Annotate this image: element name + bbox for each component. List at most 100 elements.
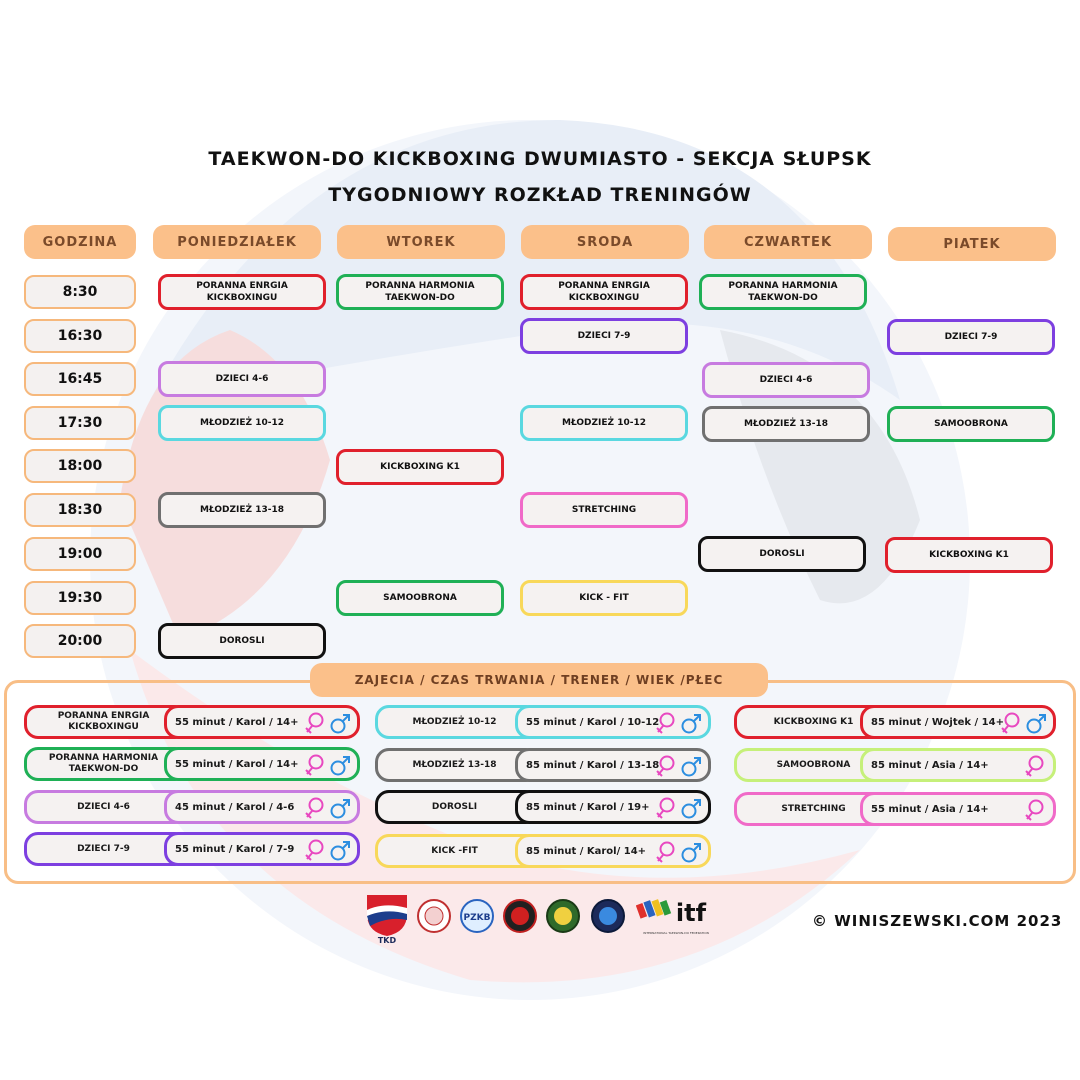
female-icon bbox=[305, 754, 324, 776]
class-tue-0830[interactable]: PORANNA HARMONIA TAEKWON-DO bbox=[336, 274, 504, 310]
female-icon bbox=[1025, 799, 1044, 821]
legend-row: KICK -FIT 85 minut / Karol/ 14+ bbox=[375, 834, 711, 868]
tkd-logo-text: TKD bbox=[378, 936, 397, 944]
legend-row: DZIECI 4-6 45 minut / Karol / 4-6 bbox=[24, 790, 360, 824]
class-wed-1930[interactable]: KICK - FIT bbox=[520, 580, 688, 616]
legend-class-detail: 85 minut / Asia / 14+ bbox=[860, 748, 1056, 782]
pzkb-logo: PZKB bbox=[460, 899, 494, 933]
header-friday: PIATEK bbox=[888, 227, 1056, 261]
legend-class-detail: 55 minut / Karol / 14+ bbox=[164, 747, 360, 781]
legend-detail-text: 55 minut / Karol / 14+ bbox=[175, 716, 299, 728]
time-slot: 18:30 bbox=[24, 493, 136, 527]
legend-row: PORANNA ENRGIA KICKBOXINGU 55 minut / Ka… bbox=[24, 705, 360, 739]
legend-class-detail: 85 minut / Karol / 19+ bbox=[515, 790, 711, 824]
itf-logo-subtext: INTERNATIONAL TAEKWON-DO FEDERATION bbox=[643, 931, 709, 935]
time-slot: 19:30 bbox=[24, 581, 136, 615]
legend-row: STRETCHING 55 minut / Asia / 14+ bbox=[734, 792, 1056, 826]
legend-detail-text: 55 minut / Karol / 14+ bbox=[175, 758, 299, 770]
copyright-text: © WINISZEWSKI.COM 2023 bbox=[812, 912, 1063, 930]
legend-detail-text: 55 minut / Karol / 7-9 bbox=[175, 843, 295, 855]
legend-row: SAMOOBRONA 85 minut / Asia / 14+ bbox=[734, 748, 1056, 782]
female-icon bbox=[1001, 712, 1020, 734]
time-slot: 18:00 bbox=[24, 449, 136, 483]
legend-row: DOROSLI 85 minut / Karol / 19+ bbox=[375, 790, 711, 824]
association-badge-icon bbox=[591, 899, 625, 933]
legend-detail-text: 85 minut / Wojtek / 14+ bbox=[871, 716, 1004, 728]
time-slot: 16:45 bbox=[24, 362, 136, 396]
time-slot: 8:30 bbox=[24, 275, 136, 309]
legend-class-name: PORANNA HARMONIA TAEKWON-DO bbox=[24, 747, 189, 781]
time-slot: 19:00 bbox=[24, 537, 136, 571]
legend-detail-text: 55 minut / Karol / 10-12 bbox=[526, 716, 660, 728]
header-tuesday: WTOREK bbox=[337, 225, 505, 259]
female-icon bbox=[305, 839, 324, 861]
legend-detail-text: 55 minut / Asia / 14+ bbox=[871, 803, 989, 815]
legend-class-detail: 85 minut / Karol/ 14+ bbox=[515, 834, 711, 868]
club-badge-icon bbox=[546, 899, 580, 933]
legend-detail-text: 85 minut / Asia / 14+ bbox=[871, 759, 989, 771]
male-icon bbox=[681, 757, 701, 777]
female-icon bbox=[305, 797, 324, 819]
class-tue-1930[interactable]: SAMOOBRONA bbox=[336, 580, 504, 616]
legend-row: MŁODZIEŻ 13-18 85 minut / Karol / 13-18 bbox=[375, 748, 711, 782]
legend-detail-text: 85 minut / Karol / 19+ bbox=[526, 801, 650, 813]
legend-row: PORANNA HARMONIA TAEKWON-DO 55 minut / K… bbox=[24, 747, 360, 781]
time-slot: 16:30 bbox=[24, 319, 136, 353]
legend-class-detail: 85 minut / Wojtek / 14+ bbox=[860, 705, 1056, 739]
class-wed-1830[interactable]: STRETCHING bbox=[520, 492, 688, 528]
legend-class-detail: 55 minut / Karol / 10-12 bbox=[515, 705, 711, 739]
female-icon bbox=[305, 712, 324, 734]
class-wed-1630[interactable]: DZIECI 7-9 bbox=[520, 318, 688, 354]
header-hour: GODZINA bbox=[24, 225, 136, 259]
tkd-logo: TKD bbox=[367, 895, 407, 944]
legend-detail-text: 45 minut / Karol / 4-6 bbox=[175, 801, 295, 813]
header-thursday: CZWARTEK bbox=[704, 225, 872, 259]
class-mon-0830[interactable]: PORANNA ENRGIA KICKBOXINGU bbox=[158, 274, 326, 310]
class-wed-1730[interactable]: MŁODZIEŻ 10-12 bbox=[520, 405, 688, 441]
male-icon bbox=[330, 841, 350, 861]
male-icon bbox=[681, 799, 701, 819]
class-mon-2000[interactable]: DOROSLI bbox=[158, 623, 326, 659]
legend-class-detail: 45 minut / Karol / 4-6 bbox=[164, 790, 360, 824]
class-fri-1730[interactable]: SAMOOBRONA bbox=[887, 406, 1055, 442]
itf-logo: itf INTERNATIONAL TAEKWON-DO FEDERATION bbox=[636, 899, 709, 935]
male-icon bbox=[330, 714, 350, 734]
female-icon bbox=[656, 797, 675, 819]
legend-class-detail: 85 minut / Karol / 13-18 bbox=[515, 748, 711, 782]
male-icon bbox=[330, 799, 350, 819]
female-icon bbox=[656, 841, 675, 863]
legend-header: ZAJECIA / CZAS TRWANIA / TRENER / WIEK /… bbox=[310, 663, 768, 697]
schedule-title: TAEKWON-DO KICKBOXING DWUMIASTO - SEKCJA… bbox=[208, 148, 872, 170]
class-mon-1730[interactable]: MŁODZIEŻ 10-12 bbox=[158, 405, 326, 441]
class-fri-1630[interactable]: DZIECI 7-9 bbox=[887, 319, 1055, 355]
legend-class-name: DOROSLI bbox=[375, 790, 540, 824]
class-mon-1645[interactable]: DZIECI 4-6 bbox=[158, 361, 326, 397]
class-thu-0830[interactable]: PORANNA HARMONIA TAEKWON-DO bbox=[699, 274, 867, 310]
federation-badge-icon bbox=[417, 899, 451, 933]
class-thu-1645[interactable]: DZIECI 4-6 bbox=[702, 362, 870, 398]
class-tue-1800[interactable]: KICKBOXING K1 bbox=[336, 449, 504, 485]
legend-class-name: MŁODZIEŻ 10-12 bbox=[375, 705, 540, 739]
header-wednesday: SRODA bbox=[521, 225, 689, 259]
class-mon-1830[interactable]: MŁODZIEŻ 13-18 bbox=[158, 492, 326, 528]
class-thu-1900[interactable]: DOROSLI bbox=[698, 536, 866, 572]
female-icon bbox=[1025, 755, 1044, 777]
legend-class-detail: 55 minut / Karol / 7-9 bbox=[164, 832, 360, 866]
schedule-subtitle: TYGODNIOWY ROZKŁAD TRENINGÓW bbox=[328, 184, 752, 206]
class-wed-0830[interactable]: PORANNA ENRGIA KICKBOXINGU bbox=[520, 274, 688, 310]
legend-class-detail: 55 minut / Asia / 14+ bbox=[860, 792, 1056, 826]
legend-class-detail: 55 minut / Karol / 14+ bbox=[164, 705, 360, 739]
pzkb-logo-text: PZKB bbox=[464, 913, 491, 923]
female-icon bbox=[656, 755, 675, 777]
class-fri-1900[interactable]: KICKBOXING K1 bbox=[885, 537, 1053, 573]
male-icon bbox=[681, 843, 701, 863]
legend-class-name: DZIECI 7-9 bbox=[24, 832, 189, 866]
class-thu-1730[interactable]: MŁODZIEŻ 13-18 bbox=[702, 406, 870, 442]
anniversary-badge-icon bbox=[503, 899, 537, 933]
legend-detail-text: 85 minut / Karol/ 14+ bbox=[526, 845, 647, 857]
male-icon bbox=[1026, 714, 1046, 734]
legend-class-name: MŁODZIEŻ 13-18 bbox=[375, 748, 540, 782]
legend-row: MŁODZIEŻ 10-12 55 minut / Karol / 10-12 bbox=[375, 705, 711, 739]
itf-logo-text: itf bbox=[676, 899, 707, 927]
legend-row: KICKBOXING K1 85 minut / Wojtek / 14+ bbox=[734, 705, 1056, 739]
